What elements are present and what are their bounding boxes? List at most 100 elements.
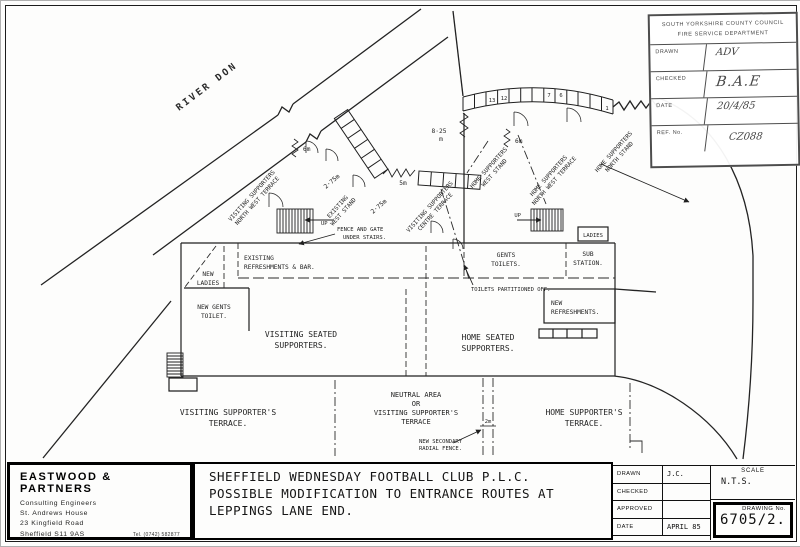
label-home-north-stand: HOME SUPPORTERS NORTH STAND xyxy=(595,130,636,173)
scale-label: SCALE xyxy=(741,468,765,474)
svg-text:m: m xyxy=(439,136,443,143)
svg-text:VISITING SEATED: VISITING SEATED xyxy=(265,330,337,339)
title-line3: LEPPINGS LANE END. xyxy=(209,502,354,518)
svg-text:HOME SUPPORTER'S: HOME SUPPORTER'S xyxy=(545,408,622,417)
svg-text:5m: 5m xyxy=(399,180,407,187)
stamp-header: SOUTH YORKSHIRE COUNTY COUNCIL FIRE SERV… xyxy=(649,13,797,46)
stamp-drawn-value: ADV xyxy=(702,42,799,71)
title-line2: POSSIBLE MODIFICATION TO ENTRANCE ROUTES… xyxy=(209,485,555,501)
svg-text:GENTS: GENTS xyxy=(497,252,516,259)
svg-text:OR: OR xyxy=(412,400,421,408)
drawing-number-value: 6705/2. xyxy=(719,512,786,528)
info-row-checked: CHECKED xyxy=(613,483,710,501)
title-line1: SHEFFIELD WEDNESDAY FOOTBALL CLUB P.L.C. xyxy=(209,469,531,484)
svg-text:NEW: NEW xyxy=(202,271,213,278)
stamp-checked-label: CHECKED xyxy=(655,75,687,83)
svg-text:6m: 6m xyxy=(303,146,311,153)
svg-text:TERRACE.: TERRACE. xyxy=(209,419,248,428)
info-date-label: DATE xyxy=(613,518,663,535)
stamp-row-ref: REF. No. CZ088 xyxy=(652,123,800,153)
stamp-org-line2: FIRE SERVICE DEPARTMENT xyxy=(677,30,769,39)
svg-text:SUPPORTERS.: SUPPORTERS. xyxy=(275,341,328,350)
stamp-date-label: DATE xyxy=(656,102,673,110)
turnstiles-curved xyxy=(462,87,614,115)
fire-service-stamp: SOUTH YORKSHIRE COUNTY COUNCIL FIRE SERV… xyxy=(647,11,800,169)
info-row-drawn: DRAWN J.C. xyxy=(613,466,710,484)
firm-line1: Consulting Engineers xyxy=(20,500,97,507)
drawing-number-cell: DRAWING No. 6705/2. xyxy=(712,502,793,538)
svg-text:1: 1 xyxy=(605,106,608,112)
title-strip: EASTWOOD & PARTNERS Consulting Engineers… xyxy=(7,462,795,540)
svg-text:UP: UP xyxy=(514,213,521,219)
svg-text:FENCE AND GATE: FENCE AND GATE xyxy=(337,227,383,233)
svg-text:8·25: 8·25 xyxy=(432,128,447,135)
break-5m xyxy=(382,168,416,178)
stamp-row-date: DATE 20/4/85 xyxy=(651,96,799,127)
svg-text:UP: UP xyxy=(321,221,328,227)
leader-arrows xyxy=(298,163,690,444)
building-outline xyxy=(168,113,616,392)
svg-text:HOME SEATED: HOME SEATED xyxy=(462,333,515,342)
river-don-label: RIVER DON xyxy=(174,60,240,113)
svg-text:TOILETS.: TOILETS. xyxy=(491,261,521,268)
label-visiting-nw-terrace: VISITING SUPPORTERS NORTH WEST TERRACE xyxy=(228,169,282,227)
info-box: DRAWN J.C. CHECKED APPROVED DATE APRIL 8… xyxy=(613,465,795,540)
svg-text:RADIAL FENCE.: RADIAL FENCE. xyxy=(419,446,462,452)
label-existing-west-stand: EXISTING WEST STAND xyxy=(327,195,358,228)
stamp-row-checked: CHECKED B.A.E xyxy=(650,69,799,100)
svg-text:VISITING SUPPORTERS: VISITING SUPPORTERS xyxy=(406,180,455,234)
svg-text:TOILET.: TOILET. xyxy=(201,313,227,320)
svg-text:2·75m: 2·75m xyxy=(370,198,389,216)
area-labels: VISITING SEATED SUPPORTERS. HOME SEATED … xyxy=(180,330,623,452)
firm-tel: Tel. (0742) 582877 xyxy=(132,531,180,538)
dimension-breaks xyxy=(291,128,511,427)
svg-text:STATION.: STATION. xyxy=(573,260,603,267)
svg-text:2m: 2m xyxy=(485,419,492,425)
svg-text:SUB: SUB xyxy=(582,251,593,258)
info-row-approved: APPROVED xyxy=(613,501,710,519)
stamp-ref-value: CZ088 xyxy=(704,123,800,152)
fence-bracket xyxy=(630,440,643,453)
stamp-checked-signature: B.A.E xyxy=(703,69,799,98)
gate-arcs xyxy=(268,107,582,250)
info-approved-value xyxy=(663,501,710,518)
svg-text:REFRESHMENTS & BAR.: REFRESHMENTS & BAR. xyxy=(244,264,315,271)
svg-text:NEW SECONDARY: NEW SECONDARY xyxy=(419,439,463,445)
svg-text:2·75m: 2·75m xyxy=(323,173,342,191)
svg-text:12: 12 xyxy=(501,96,508,102)
svg-text:TERRACE.: TERRACE. xyxy=(565,419,604,428)
svg-text:NORTH WEST TERRACE: NORTH WEST TERRACE xyxy=(235,176,282,227)
firm-city: Sheffield S11 9AS xyxy=(20,530,85,538)
svg-text:LADIES: LADIES xyxy=(583,233,603,239)
site-plan: RIVER DON VISITING SUPPORTERS NORTH WEST… xyxy=(40,8,754,460)
drawing-number-label: DRAWING No. xyxy=(742,506,786,512)
river-boundary-lines xyxy=(40,8,464,459)
svg-text:7: 7 xyxy=(547,93,550,99)
svg-text:VISITING SUPPORTER'S: VISITING SUPPORTER'S xyxy=(180,408,277,417)
info-checked-label: CHECKED xyxy=(613,483,663,500)
svg-text:LADIES: LADIES xyxy=(197,280,220,287)
svg-text:6m: 6m xyxy=(515,138,523,145)
firm-line4: Sheffield S11 9AS Tel. (0742) 582877 xyxy=(20,530,180,540)
firm-line3: 23 Kingfield Road xyxy=(20,520,84,528)
info-approved-label: APPROVED xyxy=(613,501,663,518)
scale-value: N.T.S. xyxy=(720,477,752,487)
svg-text:NEW: NEW xyxy=(551,300,562,307)
stamp-date-value: 20/4/85 xyxy=(703,96,799,125)
drawing-title-box: SHEFFIELD WEDNESDAY FOOTBALL CLUB P.L.C.… xyxy=(193,462,613,540)
svg-text:6: 6 xyxy=(559,93,562,99)
svg-text:NORTH WEST TERRACE: NORTH WEST TERRACE xyxy=(532,156,579,207)
svg-text:TOILETS PARTITIONED OFF.: TOILETS PARTITIONED OFF. xyxy=(471,287,550,293)
dashed-partitions xyxy=(184,243,615,376)
turnstiles-ladder xyxy=(333,108,389,179)
svg-text:NEUTRAL AREA: NEUTRAL AREA xyxy=(391,391,442,399)
svg-text:TERRACE: TERRACE xyxy=(401,418,431,426)
break-8-25m xyxy=(459,112,469,138)
info-date-value: APRIL 85 xyxy=(667,522,701,531)
label-home-west-stand: HOME SUPPORTERS WEST STAND xyxy=(470,146,510,189)
svg-text:NEW GENTS: NEW GENTS xyxy=(197,304,231,311)
scale-and-number: SCALE N.T.S. DRAWING No. 6705/2. xyxy=(710,466,795,540)
svg-text:EXISTING: EXISTING xyxy=(244,255,274,262)
info-table: DRAWN J.C. CHECKED APPROVED DATE APRIL 8… xyxy=(613,466,711,540)
